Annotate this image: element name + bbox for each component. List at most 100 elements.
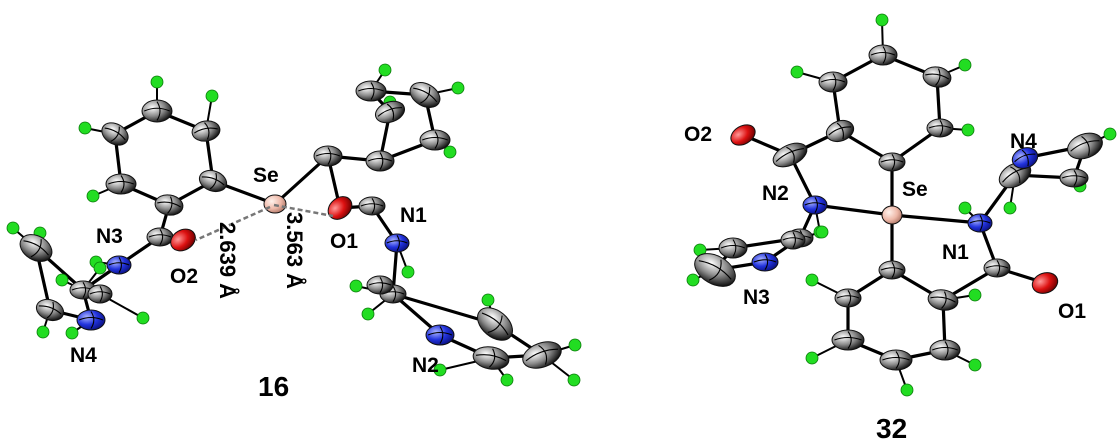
hydrogen-atom-16-2 xyxy=(78,121,92,135)
hydrogen-atom-16-0 xyxy=(205,89,219,103)
hydrogen-atom-32-3 xyxy=(961,123,975,137)
atom-16-C13 xyxy=(365,150,395,172)
hydrogen-atom-16-1 xyxy=(150,75,164,89)
bond-32-Se-N1 xyxy=(890,213,982,225)
atom-32-Se xyxy=(881,205,903,225)
structure-32-heavy-atoms xyxy=(694,44,1103,371)
atom-32-C1-principal-axes xyxy=(880,154,904,170)
atom-32-C14-principal-axes xyxy=(1070,135,1100,156)
atom-16-O1 xyxy=(327,196,353,220)
atom-16-C2-principal-axes xyxy=(193,122,218,140)
atom-32-C20 xyxy=(831,329,865,351)
atom-32-C7 xyxy=(772,142,808,168)
structure-32: Se N1 N2 N3 N4 O1 O2 32 xyxy=(684,13,1117,443)
hydrogen-atom-32-0 xyxy=(875,13,889,27)
atom-32-N3-principal-axes xyxy=(753,254,777,270)
hydrogen-atom-16-14 xyxy=(443,145,457,159)
atom-16-C22 xyxy=(522,341,562,369)
atom-label-n1-16: N1 xyxy=(400,204,427,227)
atom-32-C6-principal-axes xyxy=(928,120,952,136)
atom-label-se-32: Se xyxy=(902,178,928,201)
structure-16-heavy-atoms xyxy=(19,80,562,370)
atom-16-C16-principal-axes xyxy=(413,86,438,104)
atom-label-o2-16: O2 xyxy=(170,265,198,288)
hydrogen-atom-16-3 xyxy=(86,189,100,203)
atom-32-C15 xyxy=(1059,168,1089,188)
atom-32-C14 xyxy=(1067,132,1103,160)
atom-16-C15-principal-axes xyxy=(358,82,384,100)
atom-32-N4 xyxy=(1011,147,1039,169)
atom-16-C18 xyxy=(358,196,386,216)
atom-32-N1 xyxy=(967,213,993,233)
atom-32-C4-principal-axes xyxy=(870,46,896,64)
atom-32-C16-principal-axes xyxy=(880,262,904,278)
atom-16-C3-principal-axes xyxy=(144,101,170,121)
atom-32-C18 xyxy=(929,339,961,361)
atom-16-C21 xyxy=(477,307,513,341)
compound-number-16: 16 xyxy=(258,371,289,402)
contact-line-se-o2 xyxy=(195,205,271,242)
hydrogen-atom-32-2 xyxy=(958,58,972,72)
atom-label-n3-32: N3 xyxy=(743,286,770,309)
hydrogen-atom-32-7 xyxy=(686,273,700,287)
atom-32-C17 xyxy=(927,289,959,311)
structure-32-hydrogens xyxy=(686,13,1117,397)
atom-16-C21-principal-axes xyxy=(481,312,509,336)
atom-label-n3-16: N3 xyxy=(96,225,123,248)
atom-16-C20-principal-axes xyxy=(368,277,392,293)
atom-16-C6-principal-axes xyxy=(157,196,182,214)
atom-16-C23 xyxy=(472,346,510,370)
hydrogen-atom-16-16 xyxy=(401,265,415,279)
hydrogen-atom-16-13 xyxy=(451,81,465,95)
atom-16-C9-principal-axes xyxy=(38,301,62,319)
hydrogen-atom-16-19 xyxy=(481,293,495,307)
atom-32-C16 xyxy=(878,260,906,280)
hydrogen-atom-32-13 xyxy=(805,351,819,365)
structure-16: Se N1 N2 N3 N4 O1 O2 2.639 Å 3.563 Å 16 xyxy=(6,63,582,402)
atom-32-C3 xyxy=(818,71,848,93)
atom-16-C5 xyxy=(105,173,137,195)
atom-32-O1 xyxy=(1031,272,1059,294)
hydrogen-atom-16-5 xyxy=(93,261,107,275)
atom-16-C11 xyxy=(87,284,113,304)
hydrogen-atom-32-14 xyxy=(900,383,914,397)
atom-16-C16 xyxy=(409,82,441,108)
atom-label-se-16: Se xyxy=(253,164,279,187)
atom-16-C1 xyxy=(198,169,228,193)
hydrogen-atom-16-6 xyxy=(36,325,50,339)
atom-16-C20 xyxy=(366,275,394,295)
atom-32-N3 xyxy=(751,252,779,272)
atom-32-C3-principal-axes xyxy=(820,73,846,91)
hydrogen-atom-32-9 xyxy=(1003,201,1017,215)
atom-32-C5-principal-axes xyxy=(925,68,950,86)
atom-16-C11-principal-axes xyxy=(89,286,111,302)
atom-16-N1-principal-axes xyxy=(386,235,408,251)
atom-16-C17-principal-axes xyxy=(422,131,448,149)
atom-32-C20-principal-axes xyxy=(834,331,862,349)
atom-32-N4-principal-axes xyxy=(1014,149,1036,167)
atom-32-C9-principal-axes xyxy=(698,259,732,281)
hydrogen-atom-16-17 xyxy=(349,279,363,293)
atom-32-C1 xyxy=(878,152,906,172)
structure-16-hydrogens xyxy=(6,63,582,387)
atom-32-C11 xyxy=(780,230,806,250)
atom-16-C1-principal-axes xyxy=(201,172,225,190)
atom-32-N2-principal-axes xyxy=(804,197,826,213)
atom-32-O2 xyxy=(730,124,756,146)
atom-16-N2-principal-axes xyxy=(427,326,453,344)
atom-16-C23-principal-axes xyxy=(475,348,507,368)
distance-label-se-o2: 2.639 Å xyxy=(215,222,241,299)
contact-line-se-o1 xyxy=(273,203,334,218)
atom-16-N2 xyxy=(425,324,455,346)
hydrogen-atom-16-9 xyxy=(136,311,150,325)
atom-32-N2 xyxy=(802,195,828,215)
atom-16-C6 xyxy=(154,194,184,216)
hydrogen-atom-16-11 xyxy=(55,273,69,287)
atom-16-C7 xyxy=(146,227,174,247)
atom-16-C4-principal-axes xyxy=(104,126,126,142)
atom-16-C5-principal-axes xyxy=(108,175,134,193)
hydrogen-atom-16-20 xyxy=(568,338,582,352)
atom-16-C9 xyxy=(35,298,65,322)
atom-16-N1 xyxy=(384,233,410,253)
atom-16-C17 xyxy=(419,129,451,151)
